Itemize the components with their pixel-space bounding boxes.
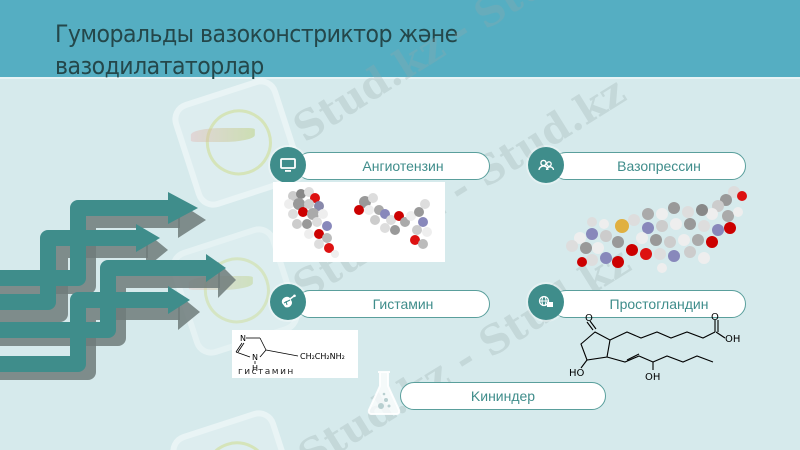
kinins-text: Kининдер bbox=[470, 388, 536, 404]
svg-text:O: O bbox=[711, 312, 719, 323]
molecule-cluster-right bbox=[354, 193, 432, 249]
svg-text:N: N bbox=[252, 353, 258, 362]
svg-text:H: H bbox=[252, 364, 258, 373]
vasopressin-label[interactable]: Вазопрессин bbox=[552, 152, 746, 180]
vasopressin-text: Вазопрессин bbox=[617, 158, 701, 174]
monitor-icon bbox=[280, 158, 296, 172]
users-icon bbox=[538, 159, 555, 171]
flask-icon bbox=[367, 371, 401, 415]
histamine-formula-image: N N H CH₂CH₂NH₂ гистамин bbox=[232, 330, 358, 378]
vasopressin-molecule-image bbox=[566, 186, 747, 273]
histamine-badge[interactable] bbox=[270, 284, 306, 320]
svg-text:CH₂CH₂NH₂: CH₂CH₂NH₂ bbox=[300, 352, 345, 361]
title-line-2: вазодилататорлар bbox=[55, 52, 264, 80]
oh-bottom: OH bbox=[645, 372, 660, 382]
leaf-magnifier-icon bbox=[281, 294, 296, 308]
acid-oh: OH bbox=[725, 334, 740, 345]
histamine-text: Гистамин bbox=[372, 296, 434, 312]
vasopressin-badge[interactable] bbox=[528, 147, 564, 183]
prostaglandin-label[interactable]: Простогландин bbox=[552, 290, 746, 318]
angiotensin-badge[interactable] bbox=[270, 147, 306, 183]
molecule-cluster-left bbox=[284, 187, 339, 258]
arrows-graphic bbox=[0, 192, 236, 380]
ho-left: HO bbox=[569, 368, 585, 379]
title-line-1: Гуморальды вазоконстриктор және bbox=[55, 20, 458, 48]
angiotensin-molecule-image bbox=[273, 182, 445, 262]
angiotensin-text: Ангиотензин bbox=[362, 158, 444, 174]
angiotensin-label[interactable]: Ангиотензин bbox=[296, 152, 490, 180]
kinins-label[interactable]: Kининдер bbox=[400, 382, 606, 410]
watermark-logo bbox=[165, 405, 305, 450]
globe-computer-icon bbox=[538, 295, 553, 307]
prostaglandin-badge[interactable] bbox=[528, 284, 564, 320]
slide-header bbox=[0, 0, 800, 79]
histamine-ring-n: N bbox=[240, 334, 246, 343]
histamine-caption: гистамин bbox=[238, 367, 295, 377]
prostaglandin-text: Простогландин bbox=[609, 296, 709, 312]
histamine-label[interactable]: Гистамин bbox=[296, 290, 490, 318]
ketone-o: O bbox=[585, 313, 593, 324]
slide-title: Гуморальды вазоконстриктор және вазодила… bbox=[55, 18, 570, 82]
prostaglandin-structure-image: O O OH HO OH bbox=[569, 312, 740, 382]
